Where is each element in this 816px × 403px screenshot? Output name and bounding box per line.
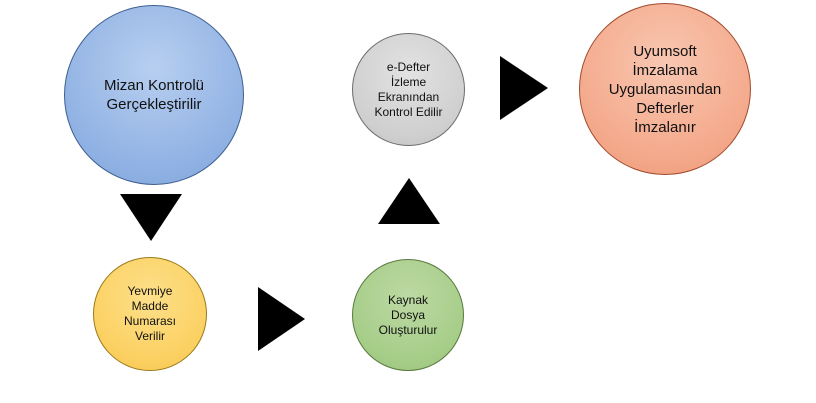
- step-yevmiye-madde-label: Yevmiye Madde Numarası Verilir: [123, 284, 176, 343]
- step-yevmiye-madde: Yevmiye Madde Numarası Verilir: [93, 257, 207, 371]
- arrow-right-icon: [258, 287, 305, 351]
- arrow-down-icon: [120, 194, 182, 241]
- arrow-right-icon: [500, 56, 548, 120]
- step-mizan-kontrolu-label: Mizan Kontrolü Gerçekleştirilir: [103, 77, 205, 113]
- step-mizan-kontrolu: Mizan Kontrolü Gerçekleştirilir: [64, 5, 244, 185]
- step-e-defter-izleme-label: e-Defter İzleme Ekranından Kontrol Edili…: [374, 59, 443, 119]
- step-uyumsoft-imzalama: Uyumsoft İmzalama Uygulamasından Defterl…: [579, 3, 751, 175]
- step-kaynak-dosya: Kaynak Dosya Oluşturulur: [352, 259, 464, 371]
- step-uyumsoft-imzalama-label: Uyumsoft İmzalama Uygulamasından Defterl…: [608, 42, 722, 136]
- step-e-defter-izleme: e-Defter İzleme Ekranından Kontrol Edili…: [352, 33, 465, 146]
- arrow-up-icon: [378, 178, 440, 224]
- step-kaynak-dosya-label: Kaynak Dosya Oluşturulur: [378, 292, 438, 337]
